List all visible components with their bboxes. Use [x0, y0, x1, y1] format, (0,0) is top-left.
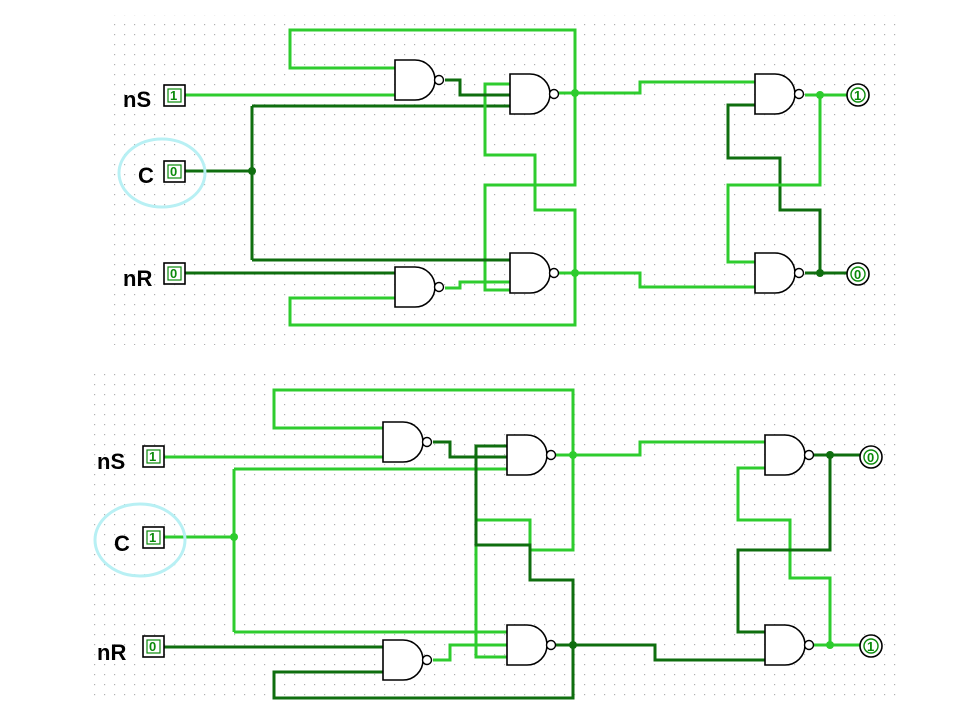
- input-pin-icon[interactable]: 0: [163, 262, 186, 285]
- wires-top: [184, 28, 848, 327]
- nand-gate-icon[interactable]: [394, 59, 445, 101]
- output-led-icon: 0: [846, 262, 870, 286]
- input-pin-value: 1: [149, 530, 156, 545]
- input-pin-value: 1: [149, 449, 156, 464]
- output-led-icon: 1: [859, 634, 883, 658]
- wires-bottom: [164, 388, 860, 700]
- output-value: 0: [854, 267, 861, 282]
- input-pin-icon[interactable]: 0: [142, 635, 165, 658]
- input-pin-value: 0: [170, 164, 177, 179]
- input-label-nR: nR: [123, 266, 152, 291]
- circuit-top: nS 1 C 0 nR 0 1 0: [117, 28, 870, 327]
- input-pin-value: 0: [149, 639, 156, 654]
- nand-gate-icon[interactable]: [754, 73, 805, 115]
- input-label-nS: nS: [97, 449, 125, 474]
- selection-highlight: [93, 502, 187, 578]
- input-label-nR: nR: [97, 640, 126, 665]
- input-pin-icon[interactable]: 1: [163, 84, 186, 107]
- input-pin-value: 0: [170, 266, 177, 281]
- nand-gate-icon[interactable]: [394, 266, 445, 308]
- nand-gate-icon[interactable]: [509, 73, 560, 115]
- input-pin-value: 1: [170, 88, 177, 103]
- nand-gate-icon[interactable]: [754, 252, 805, 294]
- output-value: 1: [854, 88, 861, 103]
- input-label-C: C: [114, 531, 130, 556]
- nand-gate-icon[interactable]: [382, 639, 433, 681]
- selection-highlight: [117, 137, 207, 209]
- output-value: 0: [867, 450, 874, 465]
- output-value: 1: [867, 639, 874, 654]
- circuit-bottom: nS 1 C 1 nR 0 0 1: [93, 388, 883, 700]
- input-pin-icon[interactable]: 0: [163, 160, 186, 183]
- nand-gate-icon[interactable]: [506, 434, 557, 476]
- nand-gate-icon[interactable]: [506, 624, 557, 666]
- input-pin-icon[interactable]: 1: [142, 445, 165, 468]
- nand-gate-icon[interactable]: [509, 252, 560, 294]
- input-label-C: C: [138, 163, 154, 188]
- nand-gate-icon[interactable]: [382, 421, 433, 463]
- nand-gate-icon[interactable]: [764, 434, 815, 476]
- input-label-nS: nS: [123, 87, 151, 112]
- input-pin-icon[interactable]: 1: [142, 526, 165, 549]
- nand-gate-icon[interactable]: [764, 624, 815, 666]
- output-led-icon: 1: [846, 83, 870, 107]
- output-led-icon: 0: [859, 445, 883, 469]
